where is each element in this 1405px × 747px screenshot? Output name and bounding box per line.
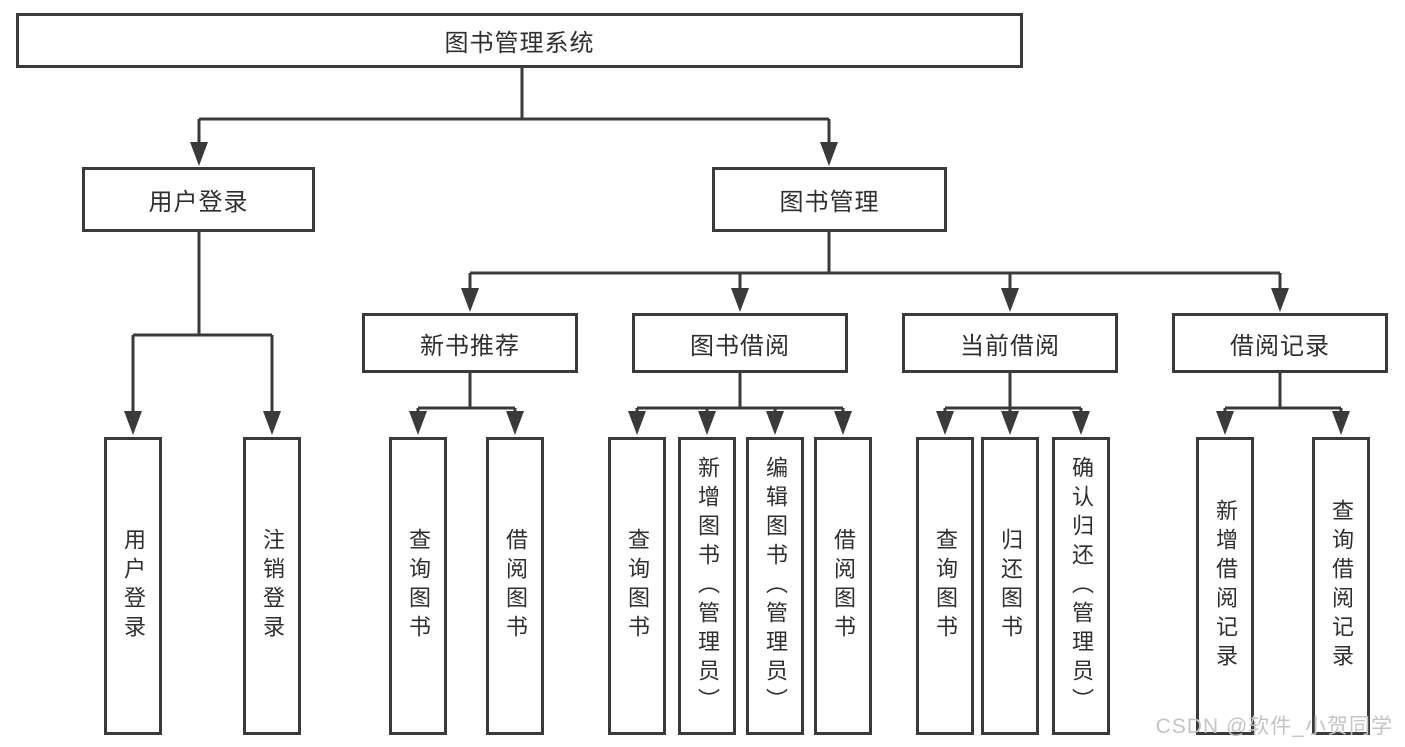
connector-root-to-level2 xyxy=(197,68,831,144)
arrow-down-icon xyxy=(1001,411,1019,435)
leaf-br-query-record: 查询借阅记录 xyxy=(1312,437,1370,735)
arrow-down-icon xyxy=(936,411,954,435)
node-borrow-records: 借阅记录 xyxy=(1172,313,1388,373)
leaf-bb-borrow-books: 借阅图书 xyxy=(814,437,872,735)
arrow-down-icon xyxy=(628,411,646,435)
leaf-bb-borrow-books-label: 借阅图书 xyxy=(831,528,856,644)
leaf-nb-query-books: 查询图书 xyxy=(389,437,447,735)
arrow-down-icon xyxy=(698,411,716,435)
leaf-cb-confirm-return-admin-label: 确认归还（管理员） xyxy=(1069,455,1094,717)
leaf-user-login: 用户登录 xyxy=(104,437,162,735)
arrow-down-icon xyxy=(409,411,427,435)
leaf-nb-query-books-label: 查询图书 xyxy=(406,528,431,644)
arrow-down-icon xyxy=(766,411,784,435)
leaf-cb-query-books: 查询图书 xyxy=(916,437,974,735)
leaf-br-query-record-label: 查询借阅记录 xyxy=(1329,499,1354,673)
arrow-down-icon xyxy=(1332,411,1350,435)
arrow-down-icon xyxy=(124,411,142,435)
leaf-user-login-label: 用户登录 xyxy=(121,528,146,644)
leaf-logout-login-label: 注销登录 xyxy=(260,528,285,644)
arrow-down-icon xyxy=(506,411,524,435)
leaf-br-add-record-label: 新增借阅记录 xyxy=(1213,499,1238,673)
connector-newbook-to-leaves xyxy=(416,373,517,413)
csdn-watermark: CSDN @软件_小贺同学 xyxy=(1155,715,1393,738)
connector-borrowrecord-to-leaves xyxy=(1223,373,1343,413)
arrow-down-icon xyxy=(461,288,479,312)
node-user-login: 用户登录 xyxy=(82,167,315,232)
leaf-nb-borrow-books: 借阅图书 xyxy=(486,437,544,735)
leaf-bb-query-books: 查询图书 xyxy=(608,437,666,735)
arrow-down-icon xyxy=(190,142,208,166)
node-book-borrow: 图书借阅 xyxy=(632,313,848,373)
leaf-cb-confirm-return-admin: 确认归还（管理员） xyxy=(1052,437,1110,735)
connector-bookborrow-to-leaves xyxy=(635,373,845,413)
leaf-logout-login: 注销登录 xyxy=(243,437,301,735)
arrow-down-icon xyxy=(1216,411,1234,435)
arrowheads xyxy=(124,142,1350,435)
arrow-down-icon xyxy=(1072,411,1090,435)
leaf-cb-return-books-label: 归还图书 xyxy=(998,528,1023,644)
leaf-cb-query-books-label: 查询图书 xyxy=(933,528,958,644)
leaf-br-add-record: 新增借阅记录 xyxy=(1196,437,1254,735)
leaf-bb-add-books-admin: 新增图书（管理员） xyxy=(678,437,736,735)
tree-connectors xyxy=(131,68,1343,413)
arrow-down-icon xyxy=(1271,288,1289,312)
node-root: 图书管理系统 xyxy=(16,13,1023,68)
arrow-down-icon xyxy=(263,411,281,435)
node-new-book-recommend: 新书推荐 xyxy=(362,313,578,373)
arrow-down-icon xyxy=(731,288,749,312)
arrow-down-icon xyxy=(820,142,838,166)
leaf-bb-edit-books-admin-label: 编辑图书（管理员） xyxy=(763,455,788,717)
connector-currentborrow-to-leaves xyxy=(943,373,1083,413)
leaf-bb-add-books-admin-label: 新增图书（管理员） xyxy=(695,455,720,717)
arrow-down-icon xyxy=(1001,288,1019,312)
arrow-down-icon xyxy=(834,411,852,435)
node-current-borrow: 当前借阅 xyxy=(902,313,1118,373)
leaf-nb-borrow-books-label: 借阅图书 xyxy=(503,528,528,644)
connector-userlogin-to-leaves xyxy=(131,232,274,413)
leaf-bb-query-books-label: 查询图书 xyxy=(625,528,650,644)
leaf-bb-edit-books-admin: 编辑图书（管理员） xyxy=(746,437,804,735)
node-book-management: 图书管理 xyxy=(712,167,947,232)
leaf-cb-return-books: 归还图书 xyxy=(981,437,1039,735)
connector-bookmgmt-to-level3 xyxy=(468,232,1282,290)
